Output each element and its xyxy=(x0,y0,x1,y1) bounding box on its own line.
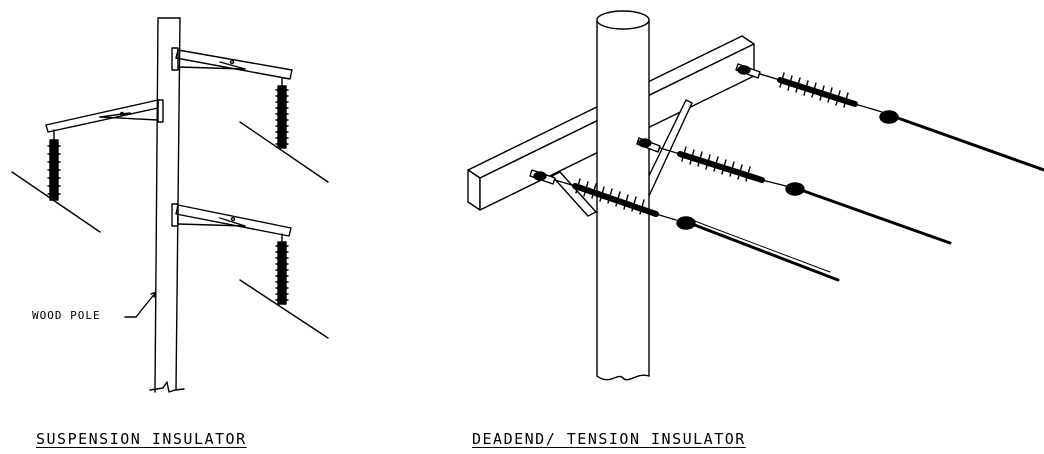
conductor-lower-right xyxy=(239,279,329,339)
concrete-pole-right xyxy=(596,10,650,381)
deadend-tension-insulator-caption: DEADEND/ TENSION INSULATOR xyxy=(472,430,746,448)
suspension-insulator-caption: SUSPENSION INSULATOR xyxy=(36,430,247,448)
wood-pole-leader xyxy=(124,291,157,318)
tension-insulator-middle xyxy=(636,137,952,245)
suspension-insulator-upper xyxy=(275,77,289,149)
tension-insulator-lower xyxy=(529,169,840,282)
suspension-insulator-lower xyxy=(275,233,289,305)
crossarm-lower-right xyxy=(171,203,292,237)
suspension-insulator-left xyxy=(47,129,61,201)
crossarm-upper-right xyxy=(171,47,293,80)
conductor-left xyxy=(11,171,101,233)
crossarm-left xyxy=(45,99,164,133)
tension-insulator-top xyxy=(735,63,1044,172)
conductor-upper-right xyxy=(239,121,329,183)
wood-pole-label: WOOD POLE xyxy=(32,309,101,322)
leader-arrowhead xyxy=(150,291,157,298)
